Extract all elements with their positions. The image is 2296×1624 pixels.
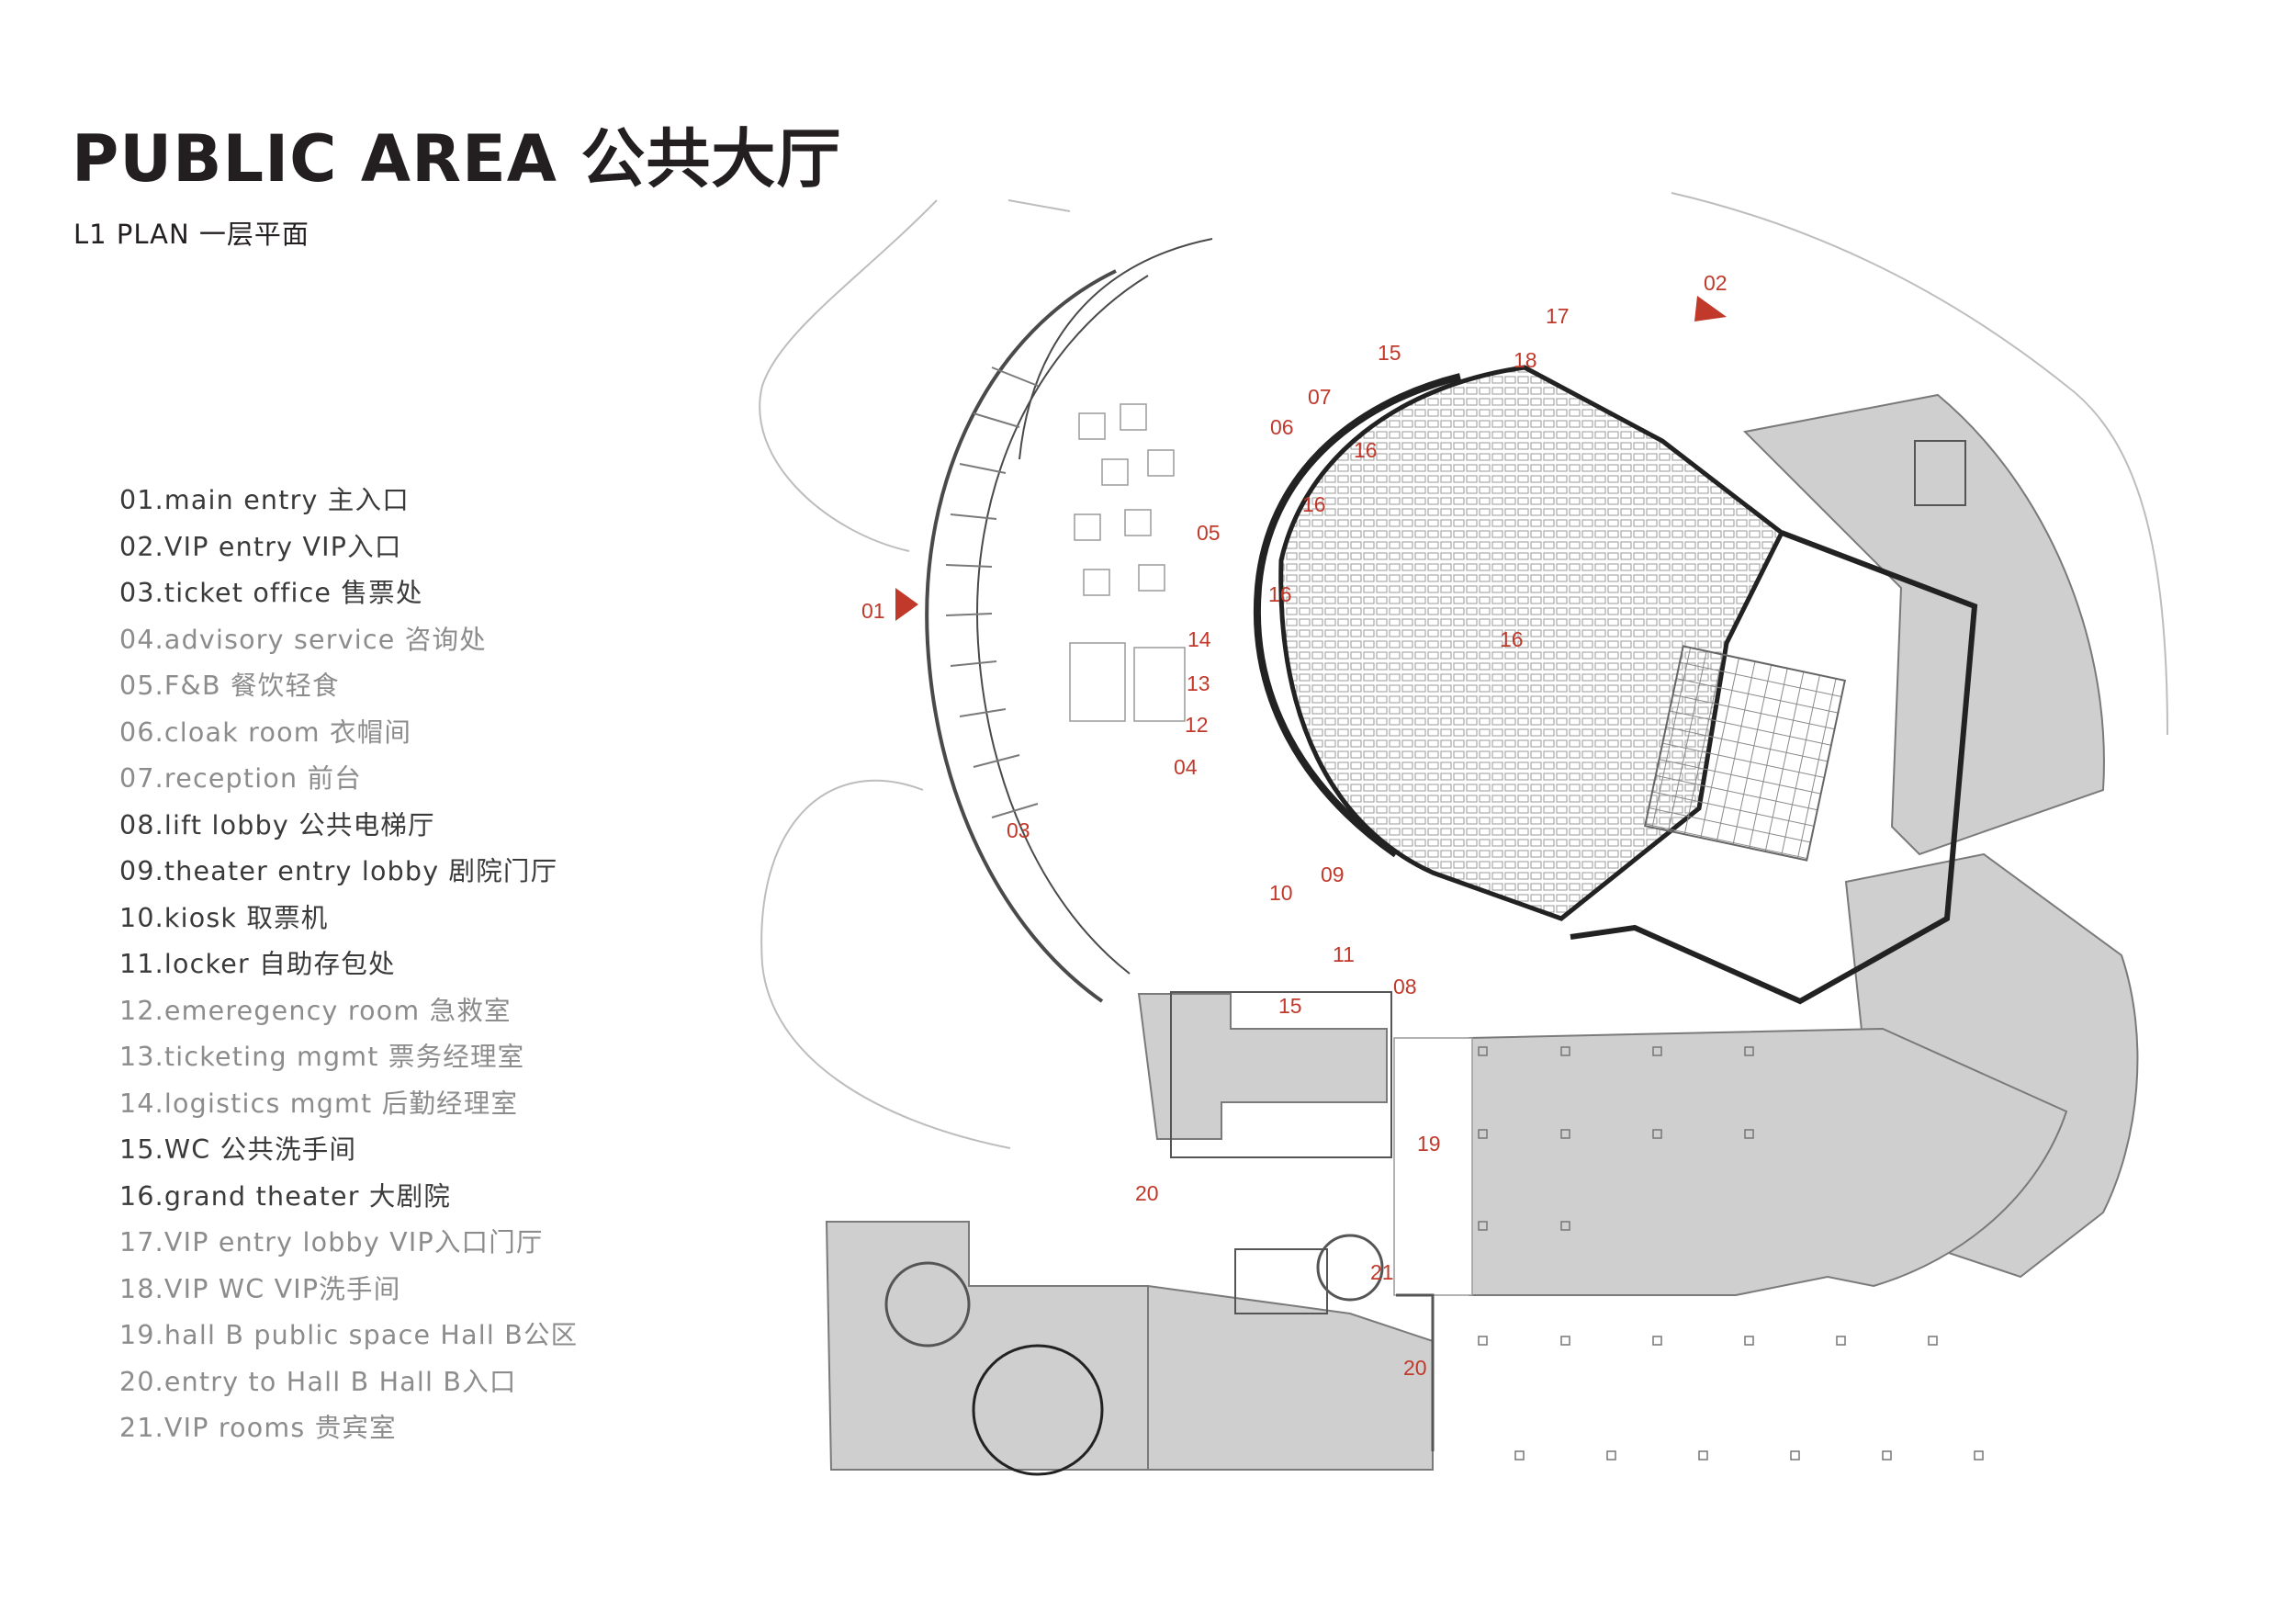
label-20: 20 xyxy=(1403,1356,1427,1380)
outer-drum-walls xyxy=(925,238,1213,1003)
label-09: 09 xyxy=(1321,863,1345,886)
structural-grid-dots xyxy=(1478,1046,1984,1460)
gray-building-masses xyxy=(825,393,2139,1471)
label-16: 16 xyxy=(1268,582,1292,606)
label-14: 14 xyxy=(1187,627,1211,651)
legend-item: 01.main entry 主入口 xyxy=(119,485,410,515)
label-20: 20 xyxy=(1135,1181,1159,1205)
label-01: 01 xyxy=(861,599,885,623)
legend-item: 11.locker 自助存包处 xyxy=(119,949,396,979)
legend-item: 13.ticketing mgmt 票务经理室 xyxy=(119,1042,525,1072)
plan-subtitle: L1 PLAN 一层平面 xyxy=(73,219,310,250)
room-number-labels: 01 02 03 04 05 06 07 08 09 10 11 12 13 1… xyxy=(861,271,1728,1380)
label-16: 16 xyxy=(1302,492,1326,516)
label-21: 21 xyxy=(1370,1260,1394,1284)
legend-item: 17.VIP entry lobby VIP入口门厅 xyxy=(119,1227,544,1257)
label-18: 18 xyxy=(1514,348,1537,372)
legend-item: 04.advisory service 咨询处 xyxy=(119,624,487,655)
label-06: 06 xyxy=(1270,415,1294,439)
label-07: 07 xyxy=(1308,385,1332,409)
page-title: PUBLIC AREA 公共大厅 xyxy=(72,121,842,197)
legend-item: 16.grand theater 大剧院 xyxy=(119,1180,452,1212)
legend-item: 08.lift lobby 公共电梯厅 xyxy=(119,809,435,840)
legend-item: 10.kiosk 取票机 xyxy=(119,902,329,933)
label-19: 19 xyxy=(1417,1132,1441,1156)
legend-item: 14.logistics mgmt 后勤经理室 xyxy=(119,1088,519,1119)
hall-b-public-space xyxy=(1393,1037,1473,1296)
label-17: 17 xyxy=(1546,304,1570,328)
label-10: 10 xyxy=(1269,881,1293,905)
label-15: 15 xyxy=(1378,341,1401,365)
label-03: 03 xyxy=(1007,818,1030,842)
entry-arrow-icon xyxy=(1694,296,1727,321)
legend-item: 21.VIP rooms 贵宾室 xyxy=(119,1413,397,1443)
entry-arrow-icon xyxy=(895,588,918,621)
label-05: 05 xyxy=(1197,521,1221,545)
label-16: 16 xyxy=(1354,438,1378,462)
legend-item: 19.hall B public space Hall B公区 xyxy=(119,1320,579,1350)
legend-item: 12.emeregency room 急救室 xyxy=(119,995,512,1026)
legend-item: 20.entry to Hall B Hall B入口 xyxy=(119,1366,517,1397)
label-11: 11 xyxy=(1333,942,1355,966)
label-02: 02 xyxy=(1704,271,1728,295)
vip-wc-block xyxy=(1914,440,1966,506)
label-04: 04 xyxy=(1174,755,1198,779)
label-16: 16 xyxy=(1500,627,1524,651)
legend-item: 06.cloak room 衣帽间 xyxy=(119,716,412,748)
site-context-lines xyxy=(759,192,2168,1149)
label-13: 13 xyxy=(1187,671,1210,695)
legend-list: 01.main entry 主入口 02.VIP entry VIP入口 03.… xyxy=(119,487,578,1461)
legend-item: 15.WC 公共洗手间 xyxy=(119,1134,357,1165)
label-12: 12 xyxy=(1185,713,1209,737)
legend-item: 09.theater entry lobby 剧院门厅 xyxy=(119,856,558,886)
legend-item: 07.reception 前台 xyxy=(119,763,362,794)
grand-theater xyxy=(1253,365,1978,1005)
legend-item: 05.F&B 餐饮轻食 xyxy=(119,671,340,701)
hall-b-rooms xyxy=(884,991,1435,1476)
lobby-furniture xyxy=(1069,403,1186,722)
legend-item: 02.VIP entry VIP入口 xyxy=(119,531,402,562)
colonnade xyxy=(945,367,1039,818)
label-08: 08 xyxy=(1393,975,1417,998)
legend-item: 18.VIP WC VIP洗手间 xyxy=(119,1273,401,1304)
label-15: 15 xyxy=(1278,994,1302,1018)
legend-item: 03.ticket office 售票处 xyxy=(119,578,423,608)
